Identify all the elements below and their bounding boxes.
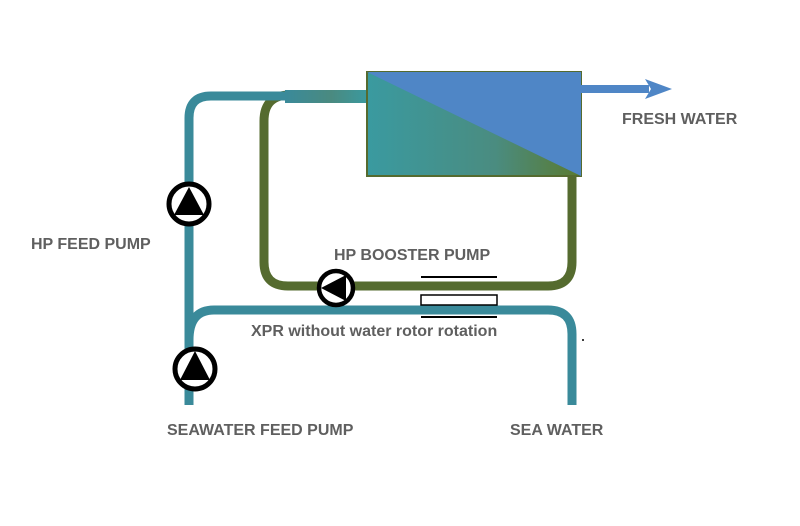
seawater-branch-pipe [184, 305, 577, 405]
sea-water-label: SEA WATER [510, 422, 604, 439]
xpr-rotor [420, 294, 498, 306]
hp-feed-pump-icon[interactable] [166, 181, 212, 227]
hp-booster-pump-label: HP BOOSTER PUMP [334, 247, 491, 264]
fresh-water-label: FRESH WATER [622, 111, 738, 128]
seawater-feed-pump-label: SEAWATER FEED PUMP [167, 422, 354, 439]
brine-loop-pipe [259, 90, 577, 291]
hp-booster-pump-icon[interactable] [316, 268, 356, 308]
stray-dot [582, 339, 584, 341]
hp-feed-pump-label: HP FEED PUMP [31, 236, 151, 253]
ro-membrane [366, 71, 582, 177]
xpr-label: XPR without water rotor rotation [251, 323, 498, 340]
feed-to-membrane-pipe [285, 90, 369, 103]
fresh-water-arrow [581, 79, 672, 99]
membrane-permeate-side [367, 72, 581, 176]
hp-feed-line-pipe [184, 91, 290, 405]
seawater-feed-pump-icon[interactable] [172, 346, 218, 392]
xpr-device [420, 276, 498, 318]
